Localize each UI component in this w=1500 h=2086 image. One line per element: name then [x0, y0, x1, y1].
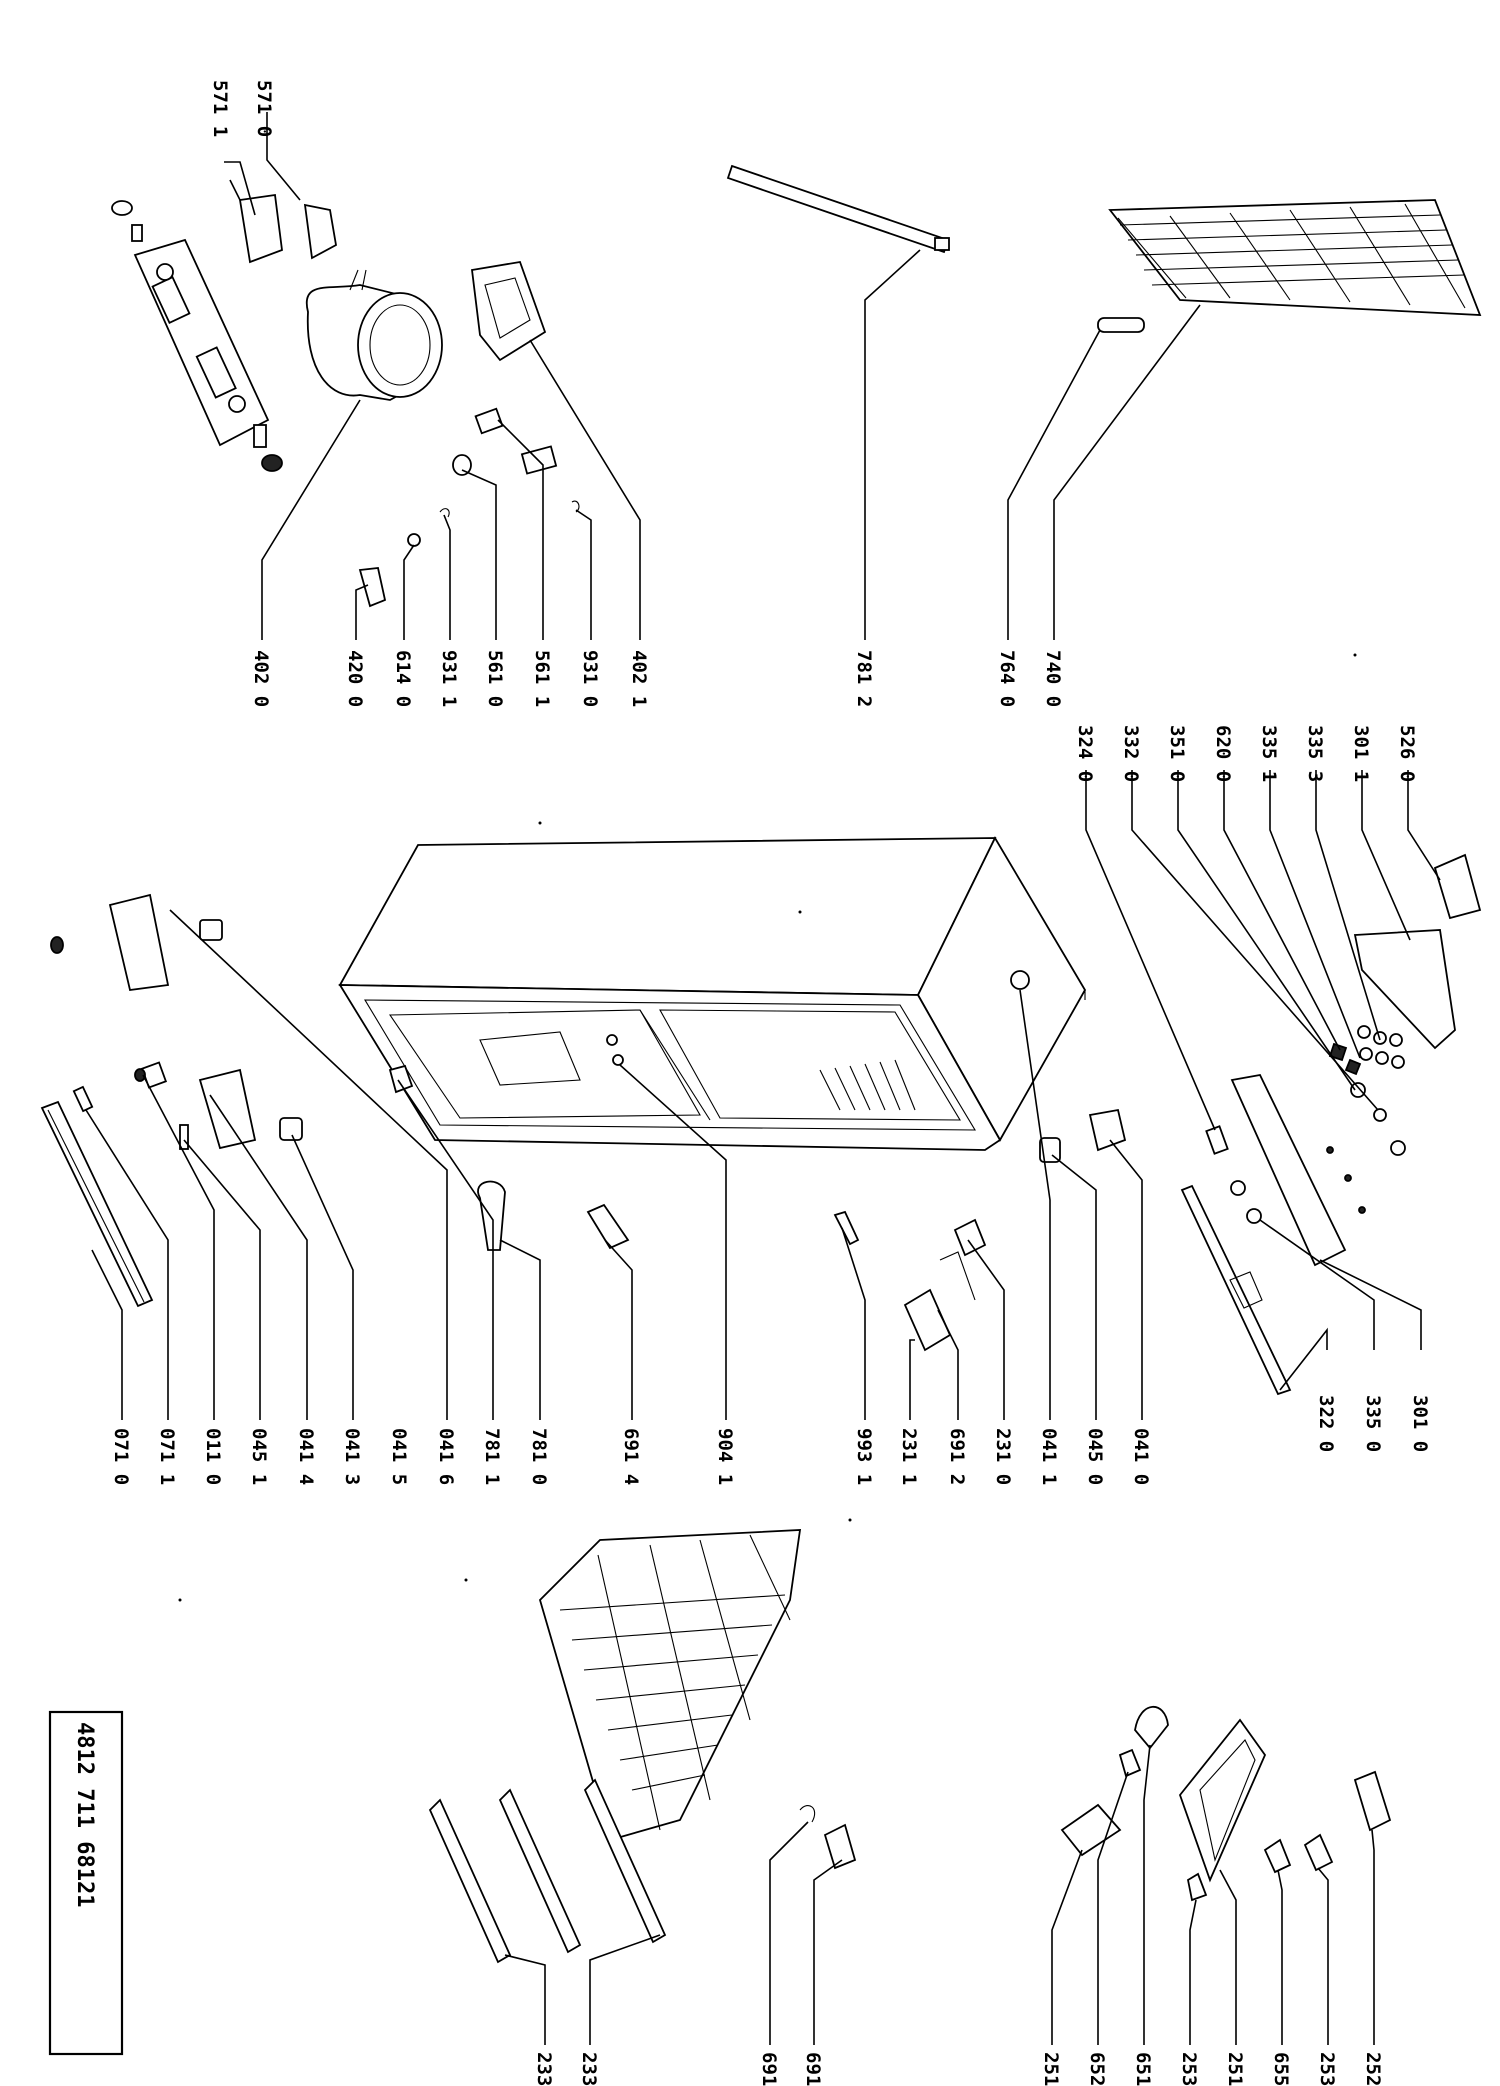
label-6140: 614 0 — [392, 650, 414, 707]
document-number-box: 4812 711 68121 — [48, 1710, 124, 2056]
label-3510: 351 0 — [1166, 725, 1188, 782]
label-3220: 322 0 — [1315, 1395, 1337, 1452]
label-2331: 233 1 — [533, 2052, 555, 2086]
label-0414: 041 4 — [295, 1428, 317, 1485]
label-4021: 402 1 — [628, 650, 650, 707]
label-3240: 324 0 — [1074, 725, 1096, 782]
label-7810: 781 0 — [528, 1428, 550, 1485]
label-7400: 740 0 — [1042, 650, 1064, 707]
label-9310: 931 0 — [579, 650, 601, 707]
label-9041: 904 1 — [714, 1428, 736, 1485]
label-5710: 571 0 — [253, 80, 275, 137]
label-7811: 781 1 — [481, 1428, 503, 1485]
label-0413: 041 3 — [341, 1428, 363, 1485]
label-0411: 041 1 — [1038, 1428, 1060, 1485]
label-3353: 335 3 — [1304, 725, 1326, 782]
label-2330: 233 0 — [578, 2052, 600, 2086]
label-4020: 402 0 — [250, 650, 272, 707]
label-0110: 011 0 — [202, 1428, 224, 1485]
label-0451: 045 1 — [248, 1428, 270, 1485]
label-0710: 071 0 — [110, 1428, 132, 1485]
label-7640: 764 0 — [996, 650, 1018, 707]
part-labels: 571 0 571 1 402 0 420 0 614 0 931 1 561 … — [110, 80, 1431, 2086]
label-4200: 420 0 — [344, 650, 366, 707]
label-3011: 301 1 — [1350, 725, 1372, 782]
hinge-parts-group — [40, 893, 727, 1420]
label-0415: 041 5 — [388, 1428, 410, 1485]
label-6913: 691 3 — [802, 2052, 824, 2086]
thermostat-parts-group — [833, 989, 1143, 1420]
handle-rod-group — [726, 164, 950, 640]
label-0711: 071 1 — [156, 1428, 178, 1485]
label-9311: 931 1 — [438, 650, 460, 707]
label-6520: 652 0 — [1086, 2052, 1108, 2086]
label-6550: 655 0 — [1270, 2052, 1292, 2086]
label-7812: 781 2 — [853, 650, 875, 707]
label-2310: 231 0 — [992, 1428, 1014, 1485]
label-3351: 335 1 — [1258, 725, 1280, 782]
document-number: 4812 711 68121 — [72, 1722, 97, 1907]
label-6200: 620 0 — [1212, 725, 1234, 782]
label-6510: 651 0 — [1132, 2052, 1154, 2086]
label-5611: 561 1 — [531, 650, 553, 707]
label-2311: 231 1 — [898, 1428, 920, 1485]
label-3010: 301 0 — [1409, 1395, 1431, 1452]
label-5610: 561 0 — [484, 650, 506, 707]
label-2530: 253 0 — [1178, 2052, 1200, 2086]
label-0410: 041 0 — [1130, 1428, 1152, 1485]
label-5260: 526 0 — [1396, 725, 1418, 782]
scan-specks — [178, 653, 1357, 1602]
lamp-door-parts-group — [1051, 1706, 1392, 2045]
label-6912: 691 2 — [946, 1428, 968, 1485]
label-5711: 571 1 — [209, 80, 231, 137]
control-panel-group — [1085, 770, 1482, 1396]
label-3350: 335 0 — [1362, 1395, 1384, 1452]
label-2511: 251 1 — [1040, 2052, 1062, 2086]
label-2531: 253 1 — [1316, 2052, 1338, 2086]
label-2510: 251 0 — [1224, 2052, 1246, 2086]
label-6914: 691 4 — [620, 1428, 642, 1485]
label-0450: 045 0 — [1084, 1428, 1106, 1485]
label-3320: 332 0 — [1120, 725, 1142, 782]
condenser-group — [1007, 199, 1482, 640]
label-0416: 041 6 — [435, 1428, 457, 1485]
label-2521: 252 1 — [1362, 2052, 1384, 2086]
refrigerator-cabinet — [338, 836, 1087, 1151]
label-6910: 691 0 — [758, 2052, 780, 2086]
compressor-group — [111, 112, 641, 640]
evaporator-shelves-group — [428, 1529, 857, 2045]
label-9931: 993 1 — [853, 1428, 875, 1485]
